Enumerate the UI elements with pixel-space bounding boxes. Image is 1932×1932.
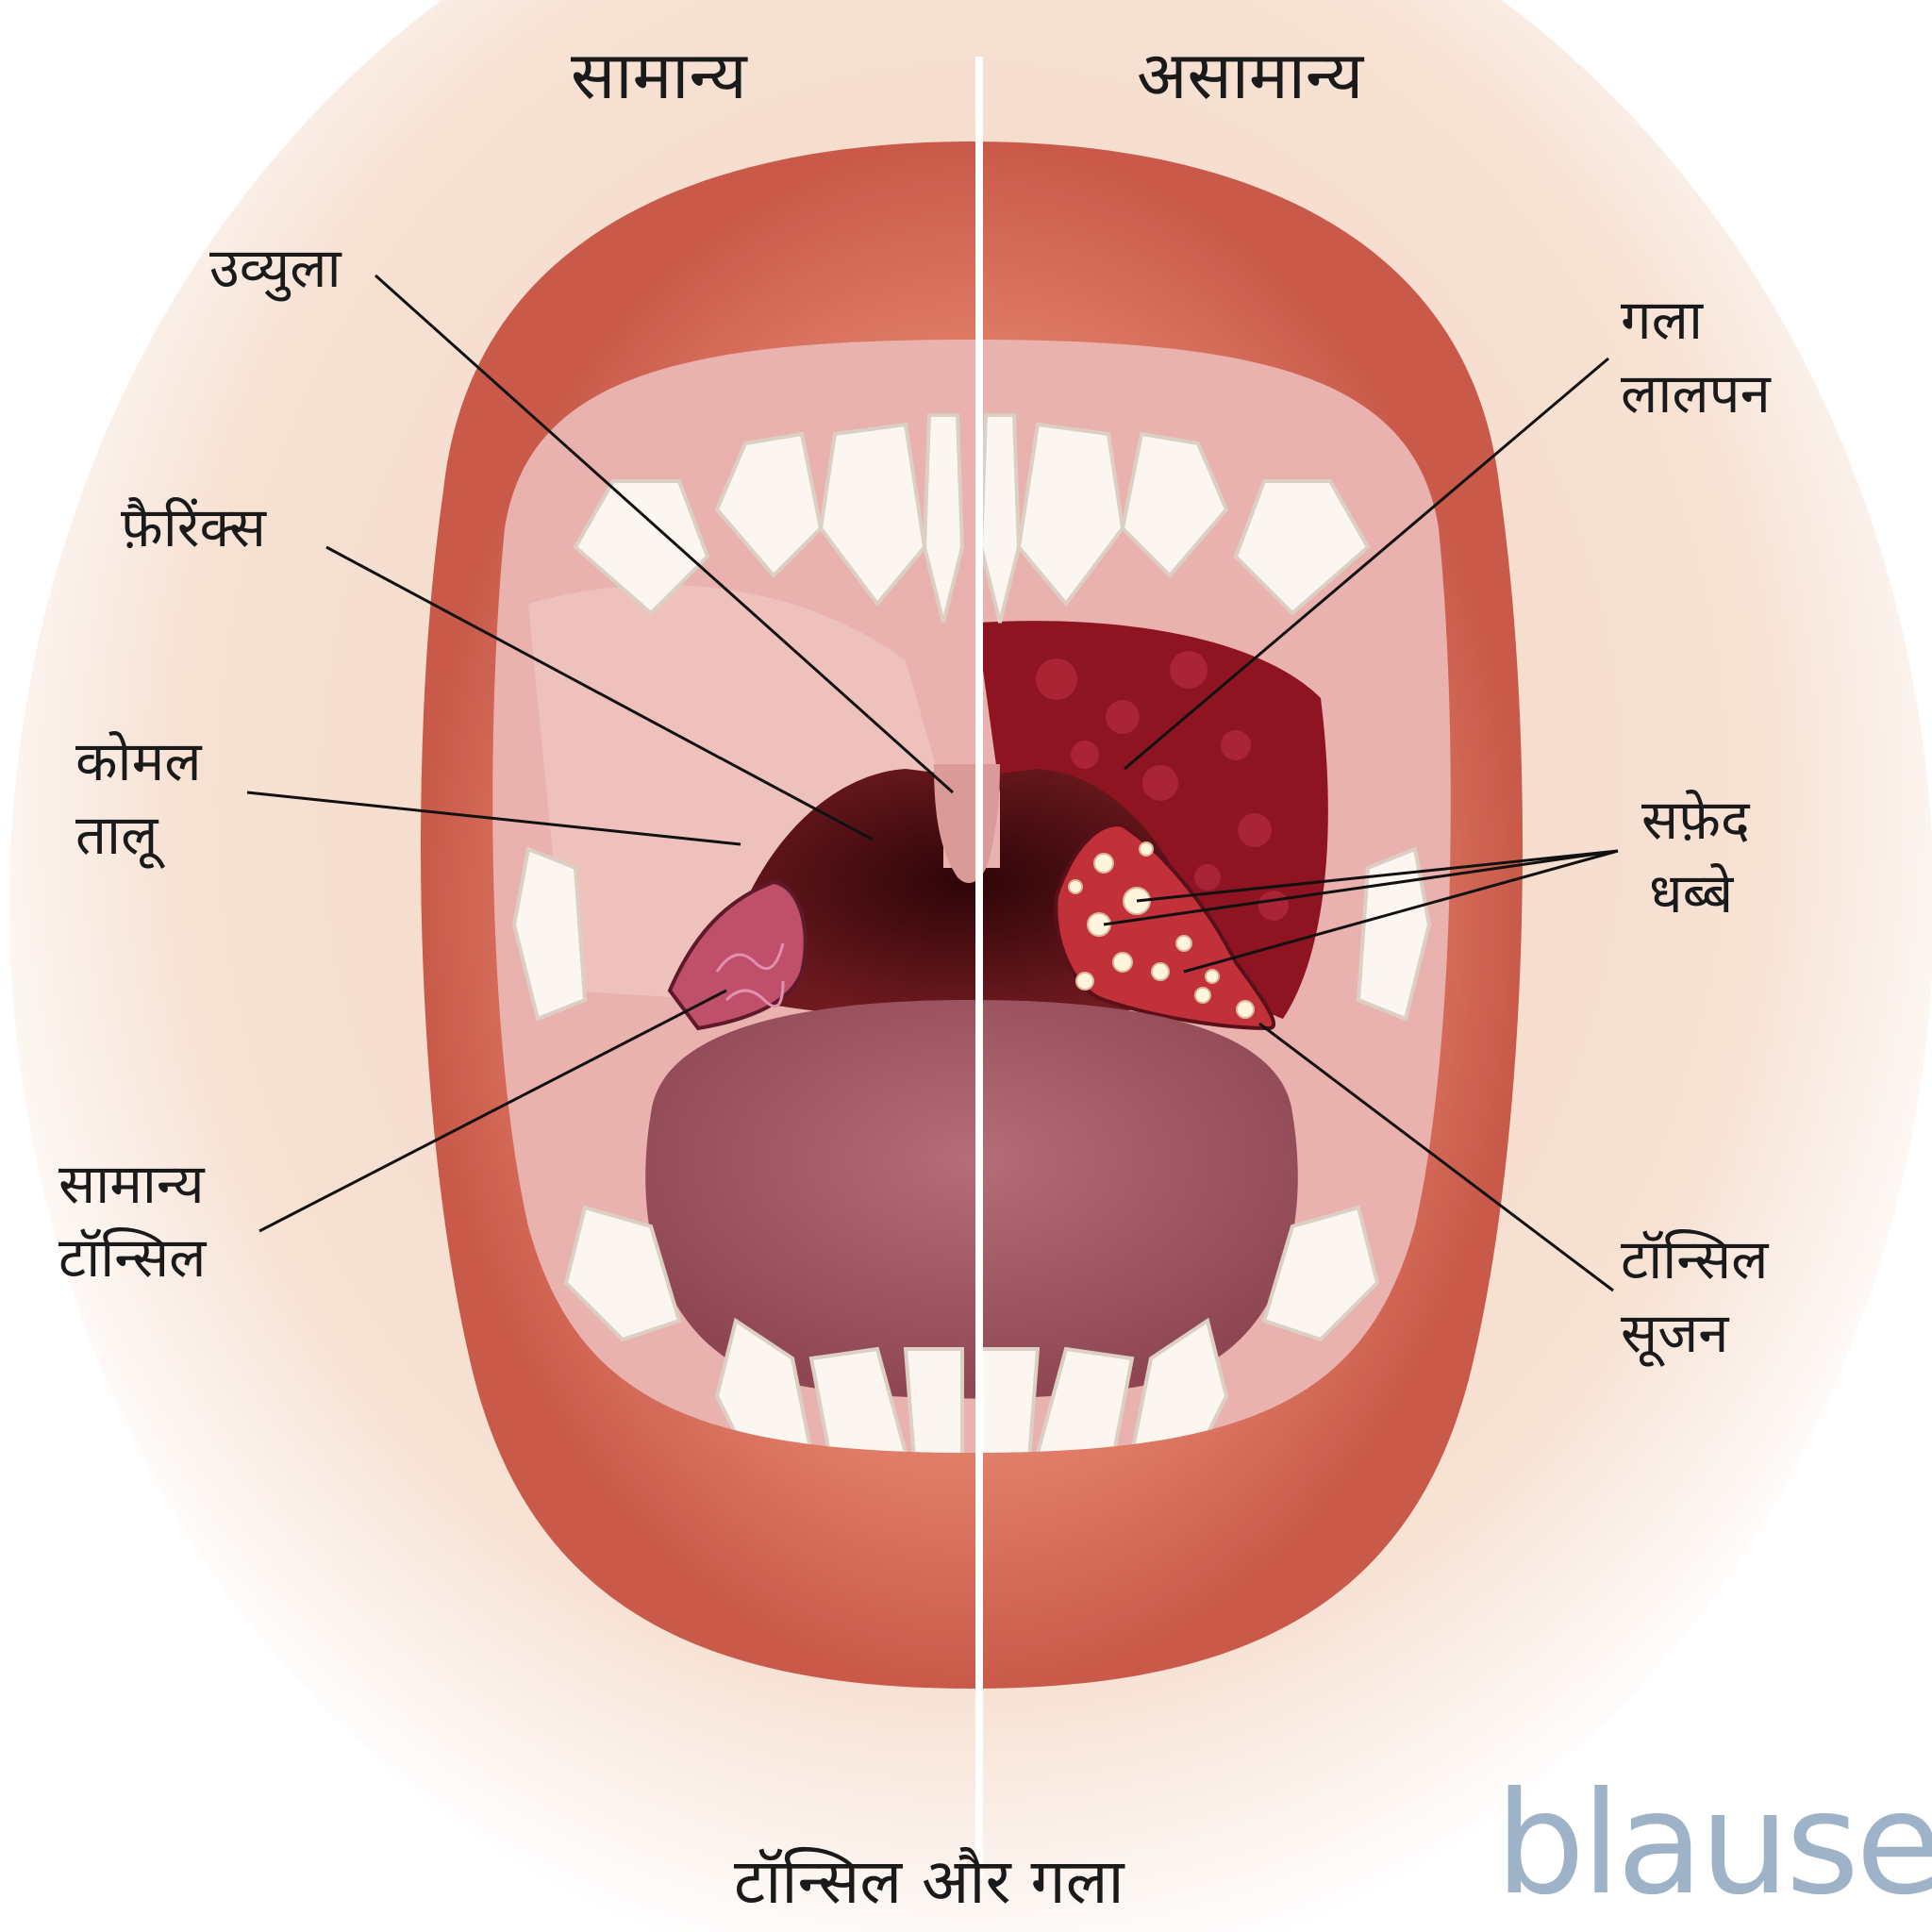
upper-teeth	[573, 413, 1371, 624]
label-uvula: उव्युला	[209, 236, 341, 300]
label-throat-redness-line1: गला	[1621, 288, 1704, 352]
white-spots-marks	[1068, 841, 1255, 1019]
tongue	[645, 1000, 1298, 1399]
pharynx-leader	[325, 545, 874, 841]
center-divider	[975, 57, 983, 1877]
white-spots-leader-2	[1103, 849, 1619, 926]
label-white-spots-line2: धब्बे	[1649, 861, 1734, 925]
label-soft-palate-line1: कोमल	[75, 729, 202, 793]
label-pharynx: फ़ैरिंक्स	[121, 495, 266, 559]
leader-lines	[246, 274, 1619, 1292]
redness-spots	[1036, 651, 1289, 921]
white-spots-leader-1	[1136, 849, 1619, 903]
white-spots-leader-3	[1183, 849, 1619, 974]
normal-tonsil-leader	[258, 989, 727, 1233]
label-normal-tonsil-line2: टॉन्सिल	[58, 1225, 207, 1290]
soft-palate-left	[528, 585, 943, 1000]
lower-teeth	[511, 846, 1432, 1453]
uvula-shape	[934, 764, 1000, 883]
header-normal: सामान्य	[571, 37, 747, 114]
diagram-title: टॉन्सिल और गला	[734, 1845, 1124, 1918]
tonsil-swelling-leader	[1258, 1022, 1614, 1292]
label-soft-palate-line2: तालू	[75, 803, 158, 867]
tonsil-texture	[715, 942, 785, 1008]
blausen-logo: blausen	[1495, 1762, 1932, 1926]
inflamed-throat-area	[976, 621, 1328, 1019]
throat-redness-leader	[1124, 357, 1609, 771]
label-tonsil-swelling-line2: सूजन	[1621, 1301, 1729, 1365]
header-abnormal: असामान्य	[1137, 37, 1364, 114]
label-throat-redness-line2: लालपन	[1621, 361, 1771, 425]
soft-palate-leader	[246, 791, 741, 846]
uvula-leader	[374, 274, 955, 794]
label-white-spots-line1: सफ़ेद	[1641, 788, 1750, 852]
label-tonsil-swelling-line1: टॉन्सिल	[1621, 1227, 1769, 1291]
label-normal-tonsil-line1: सामान्य	[58, 1152, 205, 1216]
